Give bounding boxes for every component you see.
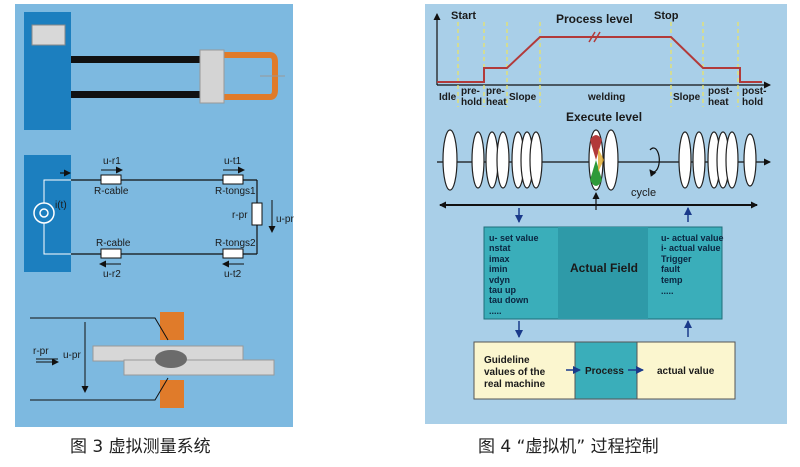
label-u-pr: u-pr — [276, 214, 294, 225]
left-item-1: nstat — [489, 243, 511, 253]
guideline-box — [473, 341, 576, 400]
right-item-4: temp — [661, 275, 683, 285]
cable-bottom — [71, 91, 203, 98]
process-box — [574, 341, 638, 400]
weld-nugget — [155, 350, 187, 368]
phase-postheat: post-heat — [708, 86, 732, 108]
resistor-pr — [251, 202, 263, 226]
actual-field-left-list: u- set value nstat imax imin vdyn tau up… — [489, 233, 539, 316]
left-item-0: u- set value — [489, 233, 539, 243]
label-r-cable-top: R-cable — [94, 186, 129, 197]
actual-field-center — [558, 227, 648, 319]
resistor-tongs1 — [222, 174, 244, 185]
phase-posthold-line-0: post- — [742, 86, 766, 97]
weld-label-r-pr: r-pr — [33, 346, 49, 357]
caption-fig3: 图 3 虚拟测量系统 — [70, 437, 211, 457]
device-display — [31, 24, 66, 46]
resistor-cable-bottom — [100, 248, 122, 259]
cycle-arrow-icon — [649, 147, 660, 177]
phase-preheat-line-1: heat — [486, 97, 507, 108]
left-item-2: imax — [489, 254, 510, 264]
weld-label-u-pr: u-pr — [63, 350, 81, 361]
phase-0-line: Idle — [439, 92, 457, 103]
phase-posthold-line-1: hold — [742, 97, 763, 108]
source-lead-top — [43, 179, 72, 203]
phase-idle: Idle — [439, 92, 457, 103]
disc-segment-yellow — [598, 148, 604, 172]
right-item-3: fault — [661, 264, 680, 274]
right-item-0: u- actual value — [661, 233, 724, 243]
guideline-text-line-0: Guideline — [484, 355, 530, 366]
label-cycle: cycle — [631, 187, 656, 199]
left-item-4: vdyn — [489, 275, 510, 285]
label-u-t1: u-t1 — [224, 156, 242, 167]
disc-segment-green — [590, 160, 602, 186]
phase-postheat-line-0: post- — [708, 86, 732, 97]
left-item-7: ..... — [489, 306, 502, 316]
label-execute-level: Execute level — [566, 110, 642, 124]
label-r-pr: r-pr — [232, 210, 248, 221]
phase-prehold-line-0: pre- — [461, 86, 480, 97]
label-r-tongs1: R-tongs1 — [215, 186, 256, 197]
label-r-cable-bottom: R-cable — [96, 238, 131, 249]
guideline-text-line-1: values of the — [484, 367, 546, 378]
label-u-r1: u-r1 — [103, 156, 121, 167]
left-item-6: tau down — [489, 295, 529, 305]
sheet-bottom — [123, 359, 275, 376]
guideline-text-line-2: real machine — [484, 379, 546, 390]
disc-segment-red — [590, 135, 602, 160]
tongs-clamp — [199, 49, 225, 104]
break-mark-1 — [588, 31, 596, 43]
resistor-cable-top — [100, 174, 122, 185]
label-stop: Stop — [654, 10, 679, 22]
label-u-r2: u-r2 — [103, 269, 121, 280]
phase-preheat-line-0: pre- — [486, 86, 505, 97]
phase-prehold-line-1: hold — [461, 97, 482, 108]
phase-slope-1: Slope — [509, 92, 537, 103]
label-r-tongs2: R-tongs2 — [215, 238, 256, 249]
phase-welding: welding — [587, 92, 625, 103]
phase-postheat-line-1: heat — [708, 97, 729, 108]
label-process-level: Process level — [556, 12, 633, 26]
cable-top — [71, 56, 203, 63]
actual-field-title: Actual Field — [570, 261, 638, 275]
phase-posthold: post-hold — [742, 86, 766, 108]
caption-fig4: 图 4 “虚拟机” 过程控制 — [478, 437, 659, 457]
right-item-1: i- actual value — [661, 243, 721, 253]
actual-field-right-list: u- actual value i- actual value Trigger … — [661, 233, 724, 296]
label-u-t2: u-t2 — [224, 269, 242, 280]
resistor-tongs2 — [222, 248, 244, 259]
source-label: i(t) — [55, 200, 67, 211]
probe-line-bottom — [30, 377, 169, 401]
phase-slope-2: Slope — [673, 92, 701, 103]
left-item-3: imin — [489, 264, 508, 274]
break-mark-2 — [593, 31, 601, 43]
source-lead-bottom — [43, 223, 72, 255]
electrode-top — [160, 312, 184, 340]
actual-value-box — [636, 341, 736, 400]
electrode-bottom — [160, 380, 184, 408]
phase-preheat: pre-heat — [486, 86, 507, 108]
label-start: Start — [451, 10, 476, 22]
right-item-5: ..... — [661, 286, 674, 296]
phase-prehold: pre-hold — [461, 86, 482, 108]
process-text: Process — [585, 366, 624, 377]
right-item-2: Trigger — [661, 254, 692, 264]
probe-line-top — [30, 317, 169, 341]
execute-discs — [442, 129, 757, 191]
actual-value-text: actual value — [657, 366, 715, 377]
current-source-inner-icon — [39, 208, 49, 218]
left-item-5: tau up — [489, 285, 516, 295]
process-level-line — [437, 36, 762, 83]
